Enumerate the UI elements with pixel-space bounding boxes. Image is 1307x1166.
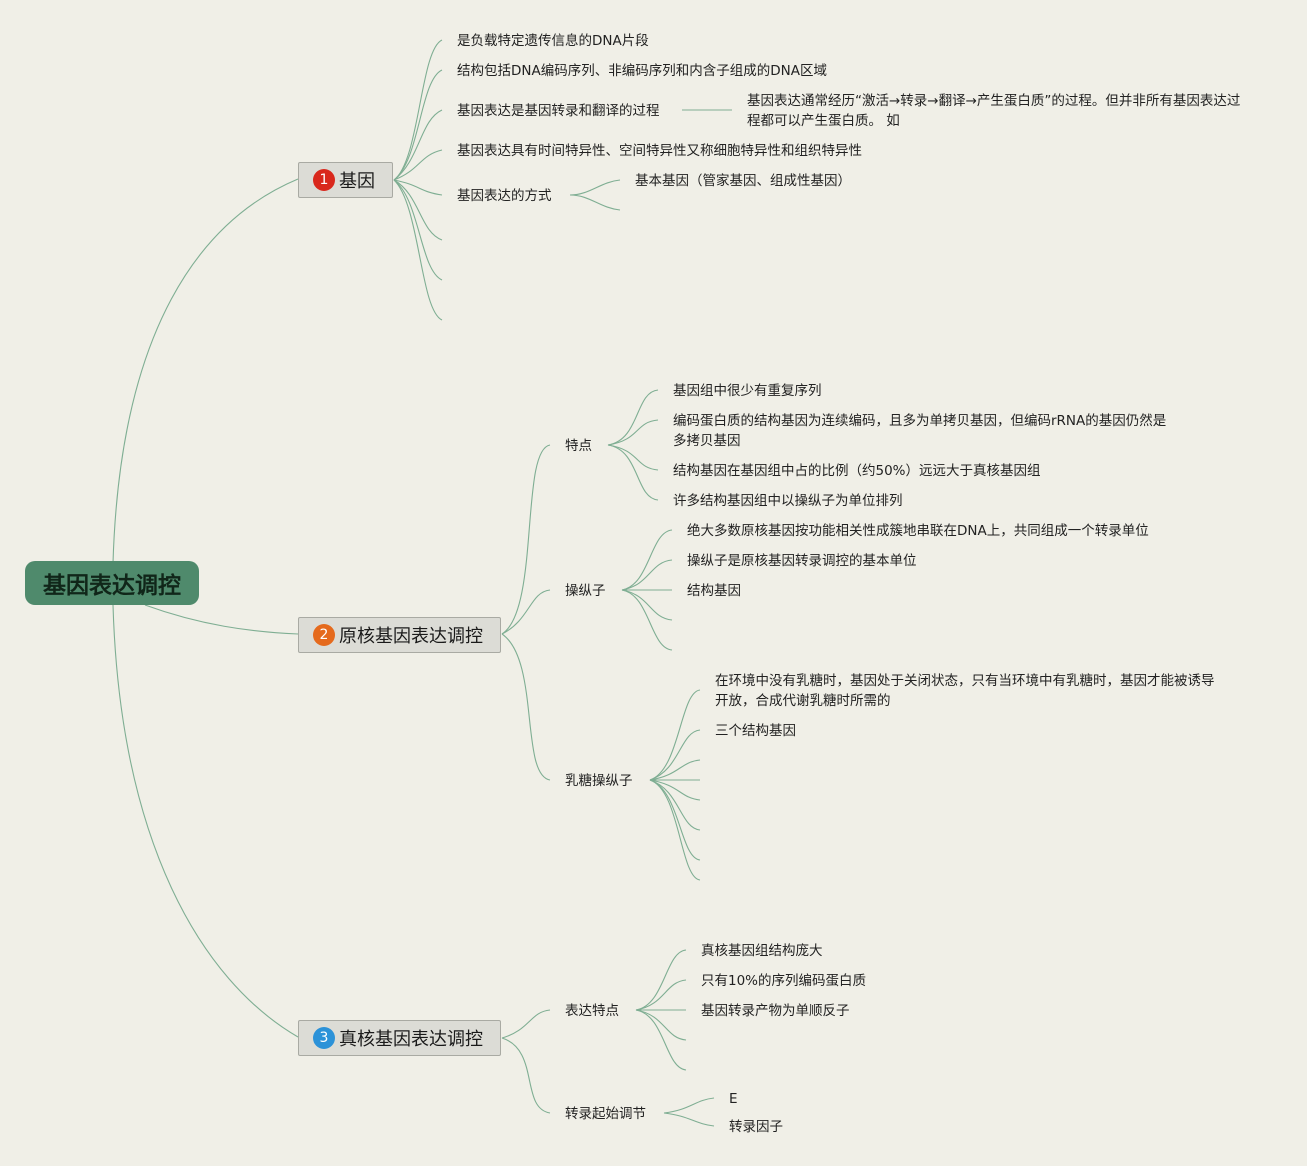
operon-node[interactable]: 操纵子 — [565, 583, 606, 599]
gene-expression-node[interactable]: 基因表达是基因转录和翻译的过程 — [457, 103, 660, 119]
eukaryotic-feature-item[interactable]: 基因转录产物为单顺反子 — [701, 1003, 850, 1019]
operon-item[interactable]: 操纵子是原核基因转录调控的基本单位 — [687, 553, 917, 569]
feature-item[interactable]: 编码蛋白质的结构基因为连续编码，且多为单拷贝基因，但编码rRNA的基因仍然是多拷… — [673, 413, 1167, 449]
gene-expression-mode-node[interactable]: 基因表达的方式 — [457, 188, 552, 204]
number-1-badge-icon: 1 — [313, 169, 335, 191]
transcription-initiation-node[interactable]: 转录起始调节 — [565, 1106, 646, 1122]
eukaryotic-feature-item[interactable]: 真核基因组结构庞大 — [701, 943, 823, 959]
basic-gene-node[interactable]: 基本基因（管家基因、组成性基因） — [635, 173, 851, 189]
gene-definition-node[interactable]: 是负载特定遗传信息的DNA片段 — [457, 33, 649, 49]
root-topic[interactable]: 基因表达调控 — [25, 561, 199, 605]
branch-eukaryotic-label: 真核基因表达调控 — [339, 1029, 483, 1050]
number-3-badge-icon: 3 — [313, 1027, 335, 1049]
lac-operon-node[interactable]: 乳糖操纵子 — [565, 773, 633, 789]
root-topic-label: 基因表达调控 — [43, 573, 181, 599]
feature-item[interactable]: 基因组中很少有重复序列 — [673, 383, 822, 399]
initiation-item[interactable]: E — [729, 1091, 738, 1107]
branch-eukaryotic[interactable]: 3 真核基因表达调控 — [298, 1020, 501, 1056]
initiation-item[interactable]: 转录因子 — [729, 1119, 783, 1135]
lac-operon-item[interactable]: 在环境中没有乳糖时，基因处于关闭状态，只有当环境中有乳糖时，基因才能被诱导开放，… — [715, 673, 1215, 709]
branch-gene[interactable]: 1 基因 — [298, 162, 393, 198]
gene-structure-node[interactable]: 结构包括DNA编码序列、非编码序列和内含子组成的DNA区域 — [457, 63, 827, 79]
number-2-badge-icon: 2 — [313, 624, 335, 646]
lac-operon-item[interactable]: 三个结构基因 — [715, 723, 796, 739]
feature-item[interactable]: 结构基因在基因组中占的比例（约50%）远远大于真核基因组 — [673, 463, 1041, 479]
eukaryotic-features-node[interactable]: 表达特点 — [565, 1003, 619, 1019]
operon-item[interactable]: 绝大多数原核基因按功能相关性成簇地串联在DNA上，共同组成一个转录单位 — [687, 523, 1149, 539]
eukaryotic-feature-item[interactable]: 只有10%的序列编码蛋白质 — [701, 973, 867, 989]
prokaryotic-features-node[interactable]: 特点 — [565, 438, 592, 454]
feature-item[interactable]: 许多结构基因组中以操纵子为单位排列 — [673, 493, 903, 509]
gene-expression-note-node[interactable]: 基因表达通常经历“激活→转录→翻译→产生蛋白质”的过程。但并非所有基因表达过程都… — [747, 93, 1241, 129]
operon-item[interactable]: 结构基因 — [687, 583, 741, 599]
gene-specificity-node[interactable]: 基因表达具有时间特异性、空间特异性又称细胞特异性和组织特异性 — [457, 143, 862, 159]
branch-prokaryotic-label: 原核基因表达调控 — [339, 626, 483, 647]
branch-prokaryotic[interactable]: 2 原核基因表达调控 — [298, 617, 501, 653]
branch-gene-label: 基因 — [339, 171, 375, 192]
